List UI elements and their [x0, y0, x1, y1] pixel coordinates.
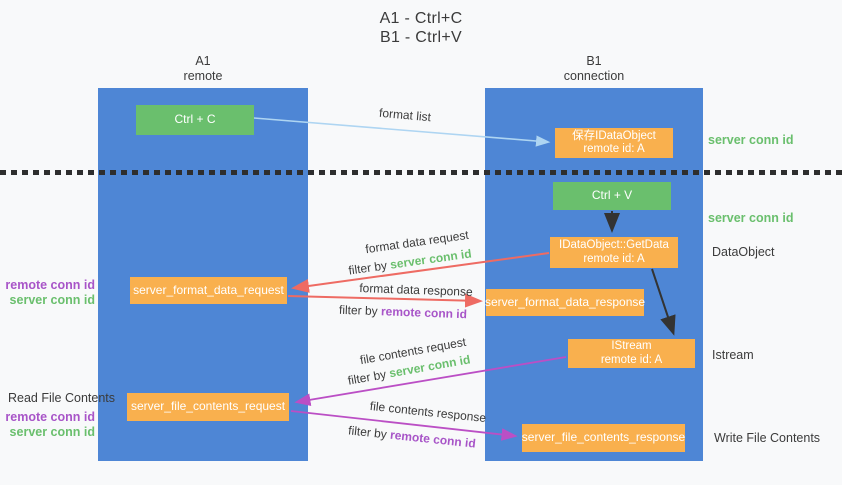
filter-by-text: filter by: [346, 367, 388, 388]
lane-b1-header: B1 connection: [534, 54, 654, 84]
lane-a1-header: A1 remote: [143, 54, 263, 84]
left-remote-conn-id-1: remote conn id: [5, 278, 95, 292]
remote-conn-id-text: remote conn id: [389, 427, 477, 451]
save-idataobject-box: 保存IDataObject remote id: A: [555, 128, 673, 158]
save-idataobject-title: 保存IDataObject: [572, 129, 656, 142]
lane-b1-subtitle: connection: [563, 69, 625, 83]
server-file-contents-request-label: server_file_contents_request: [130, 399, 286, 414]
left-server-conn-id-2: server conn id: [9, 425, 95, 439]
dataobject-label: DataObject: [712, 245, 775, 259]
ctrl-v-box: Ctrl + V: [553, 182, 671, 210]
ctrl-v-label: Ctrl + V: [591, 188, 633, 203]
getdata-box: IDataObject::GetData remote id: A: [550, 237, 678, 268]
lane-b1-name: B1: [586, 54, 602, 68]
save-idataobject-subtitle: remote id: A: [583, 143, 645, 155]
filter-by-remote-conn-id-label-1: filter by remote conn id: [339, 303, 467, 321]
filter-by-text: filter by: [347, 423, 388, 442]
istream-box: IStream remote id: A: [568, 339, 695, 368]
server-file-contents-response-label: server_file_contents_response: [521, 430, 686, 445]
file-contents-response-label: file contents response: [369, 398, 487, 426]
diagram-title-line1: A1 - Ctrl+C: [379, 10, 463, 27]
left-server-conn-id-1: server conn id: [9, 293, 95, 307]
left-remote-conn-id-2: remote conn id: [5, 410, 95, 424]
right-server-conn-id-1: server conn id: [708, 133, 794, 147]
remote-conn-id-text: remote conn id: [380, 304, 468, 322]
left-conn-id-pair-2: remote conn id server conn id: [0, 410, 95, 440]
server-file-contents-request-box: server_file_contents_request: [127, 393, 289, 421]
left-conn-id-pair-1: remote conn id server conn id: [0, 278, 95, 308]
read-file-contents-label: Read File Contents: [8, 391, 116, 405]
filter-by-text: filter by: [347, 258, 388, 278]
server-format-data-response-label: server_format_data_response: [484, 294, 646, 309]
lane-a1-subtitle: remote: [183, 69, 223, 83]
filter-by-remote-conn-id-label-2: filter by remote conn id: [348, 423, 477, 450]
server-file-contents-response-box: server_file_contents_response: [522, 424, 685, 452]
server-format-data-response-box: server_format_data_response: [484, 289, 646, 316]
filter-by-text: filter by: [338, 302, 378, 319]
lane-a1-name: A1: [195, 54, 211, 68]
dotted-separator-line: [0, 170, 842, 175]
istream-title: IStream: [611, 340, 652, 352]
server-format-data-request-box: server_format_data_request: [130, 277, 287, 304]
getdata-subtitle: remote id: A: [583, 252, 645, 265]
write-file-contents-label: Write File Contents: [714, 431, 821, 445]
format-data-response-label: format data response: [359, 281, 473, 299]
server-format-data-request-label: server_format_data_request: [133, 282, 284, 297]
format-list-label: format list: [378, 105, 432, 125]
istream-side-label: Istream: [712, 348, 754, 362]
ctrl-c-box: Ctrl + C: [136, 105, 254, 135]
diagram-title-line2: B1 - Ctrl+V: [380, 29, 462, 46]
right-server-conn-id-2: server conn id: [708, 211, 794, 225]
istream-subtitle: remote id: A: [600, 353, 663, 366]
getdata-title: IDataObject::GetData: [559, 239, 669, 251]
ctrl-c-label: Ctrl + C: [174, 112, 216, 127]
